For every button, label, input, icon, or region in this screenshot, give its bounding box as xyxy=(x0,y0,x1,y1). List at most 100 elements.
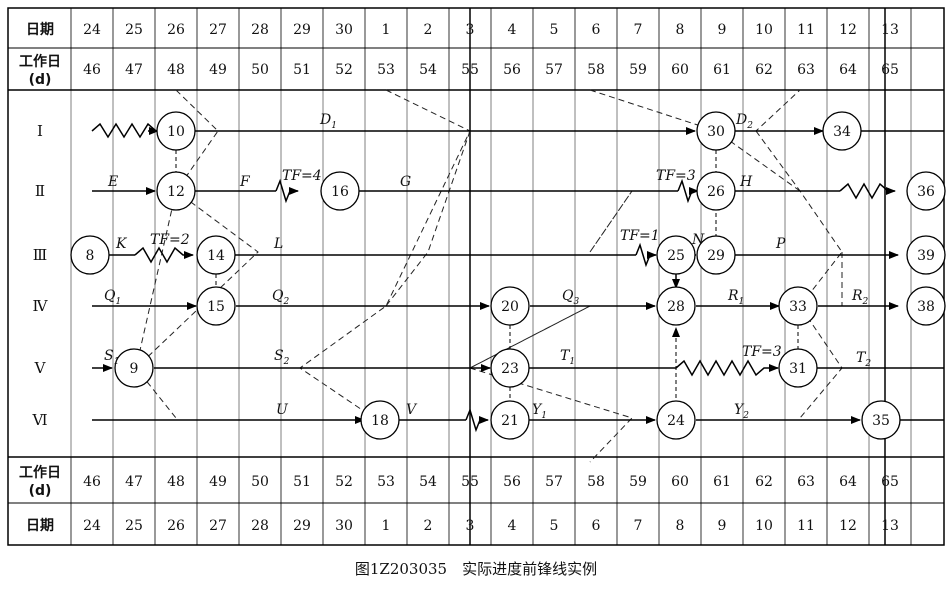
date-cell-top: 29 xyxy=(293,22,311,38)
activity-label: R2 xyxy=(851,288,869,307)
node-29: 29 xyxy=(696,235,736,275)
activity-label: L xyxy=(273,236,283,252)
node-circle xyxy=(822,111,862,151)
workday-cell-top: 59 xyxy=(629,62,647,78)
date-cell-top: 26 xyxy=(167,22,185,38)
workday-cell-bottom: 56 xyxy=(503,474,521,490)
node-number: 12 xyxy=(167,184,185,200)
date-cell-bottom: 1 xyxy=(382,518,391,534)
total-float-label: TF=2 xyxy=(150,232,190,248)
row-label: Ⅱ xyxy=(35,182,45,200)
date-cell-top: 9 xyxy=(718,22,727,38)
progress-front-line-right3 xyxy=(715,130,801,192)
activity-label: H xyxy=(739,174,753,190)
total-float-label: TF=4 xyxy=(282,168,322,184)
date-cell-bottom: 28 xyxy=(251,518,269,534)
node-20: 20 xyxy=(490,286,530,326)
workday-unit-bottom: (d) xyxy=(29,483,52,499)
node-28: 28 xyxy=(656,286,696,326)
node-number: 8 xyxy=(86,248,95,264)
date-cell-top: 7 xyxy=(634,22,643,38)
date-cell-top: 13 xyxy=(881,22,899,38)
node-circle xyxy=(70,235,110,275)
workday-cell-top: 60 xyxy=(671,62,689,78)
node-circle xyxy=(906,171,946,211)
date-cell-top: 30 xyxy=(335,22,353,38)
node-39: 39 xyxy=(906,235,946,275)
node-circle xyxy=(196,235,236,275)
activity-label: Y1 xyxy=(532,402,547,421)
header-cells: 2424252526262727282829293030112233445566… xyxy=(83,22,899,534)
node-circle xyxy=(656,286,696,326)
tf-zigzag xyxy=(465,407,489,433)
date-cell-bottom: 3 xyxy=(466,518,475,534)
workday-cell-bottom: 49 xyxy=(209,474,227,490)
row-label: Ⅳ xyxy=(33,297,49,315)
workday-cell-top: 56 xyxy=(503,62,521,78)
workday-cell-top: 54 xyxy=(419,62,437,78)
date-cell-top: 4 xyxy=(508,22,517,38)
workday-cell-top: 50 xyxy=(251,62,269,78)
date-cell-bottom: 10 xyxy=(755,518,773,534)
date-cell-bottom: 12 xyxy=(839,518,857,534)
workday-label-bottom: 工作日 xyxy=(19,464,61,481)
table-frame xyxy=(7,7,945,546)
node-8: 8 xyxy=(70,235,110,275)
tf-zigzag xyxy=(275,178,299,204)
workday-label-top: 工作日 xyxy=(19,53,61,70)
wave-line xyxy=(134,246,194,264)
node-number: 38 xyxy=(917,299,935,315)
workday-cell-bottom: 65 xyxy=(881,474,899,490)
date-cell-bottom: 29 xyxy=(293,518,311,534)
node-circle xyxy=(490,286,530,326)
workday-cell-top: 49 xyxy=(209,62,227,78)
date-cell-top: 5 xyxy=(550,22,559,38)
node-circle xyxy=(778,348,818,388)
node-number: 20 xyxy=(501,299,519,315)
node-number: 26 xyxy=(707,184,725,200)
workday-cell-bottom: 46 xyxy=(83,474,101,490)
node-number: 15 xyxy=(207,299,225,315)
node-26: 26 xyxy=(696,171,736,211)
node-number: 34 xyxy=(833,124,851,140)
workday-cell-bottom: 60 xyxy=(671,474,689,490)
workday-cell-top: 61 xyxy=(713,62,731,78)
workday-cell-bottom: 54 xyxy=(419,474,437,490)
activity-label: T1 xyxy=(560,348,575,367)
node-14: 14 xyxy=(196,235,236,275)
node-circle xyxy=(656,400,696,440)
date-cell-top: 10 xyxy=(755,22,773,38)
node-16: 16 xyxy=(320,171,360,211)
node-number: 24 xyxy=(667,413,685,429)
node-number: 36 xyxy=(917,184,935,200)
node-12: 12 xyxy=(156,171,196,211)
node-38: 38 xyxy=(906,286,946,326)
workday-cell-bottom: 52 xyxy=(335,474,353,490)
activity-label: F xyxy=(239,174,251,190)
node-24: 24 xyxy=(656,400,696,440)
activity-label: S2 xyxy=(274,348,290,367)
activity-label: D1 xyxy=(319,112,337,131)
node-18: 18 xyxy=(360,400,400,440)
figure-caption: 图1Z203035 实际进度前锋线实例 xyxy=(354,560,598,578)
date-cell-top: 2 xyxy=(424,22,433,38)
activity-label: P xyxy=(775,236,786,252)
wave-line xyxy=(91,122,157,139)
node-circle xyxy=(156,171,196,211)
node-number: 28 xyxy=(667,299,685,315)
column-lines xyxy=(70,8,912,545)
date-cell-bottom: 26 xyxy=(167,518,185,534)
workday-cell-top: 51 xyxy=(293,62,311,78)
workday-cell-top: 48 xyxy=(167,62,185,78)
progress-front-line-right xyxy=(589,89,801,132)
progress-front-line-mid2 xyxy=(385,130,471,307)
activity-label: E xyxy=(107,174,118,190)
node-number: 21 xyxy=(501,413,519,429)
date-cell-bottom: 30 xyxy=(335,518,353,534)
date-cell-top: 11 xyxy=(797,22,815,38)
workday-cell-bottom: 61 xyxy=(713,474,731,490)
row-label: Ⅰ xyxy=(37,122,43,140)
node-circle xyxy=(906,235,946,275)
